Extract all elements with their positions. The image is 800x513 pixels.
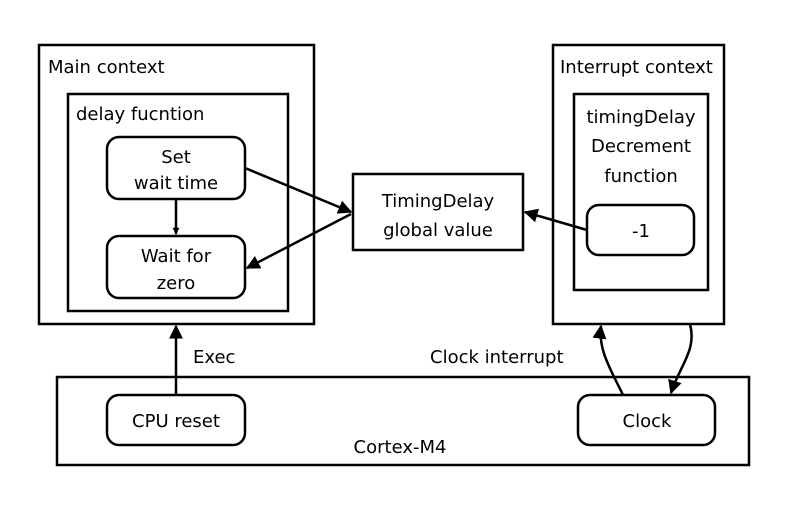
cpu-reset-label: CPU reset (132, 411, 220, 432)
minus-one-label: -1 (632, 221, 650, 242)
edge-clock-interrupt (592, 324, 625, 396)
timing-delay-node (351, 172, 525, 252)
edge-set-to-timingdelay (244, 166, 353, 214)
decrement-function-line1: timingDelay (586, 107, 695, 128)
timing-delay-line2: global value (383, 220, 493, 241)
main-context-label: Main context (48, 57, 165, 78)
set-wait-time-line2: wait time (134, 173, 218, 194)
clock-interrupt-label: Clock interrupt (430, 347, 564, 368)
wait-for-zero-line1: Wait for (141, 246, 212, 267)
timing-delay-line1: TimingDelay (381, 191, 495, 212)
edge-timingdelay-to-wait (245, 212, 352, 270)
clock-label: Clock (623, 411, 672, 432)
decrement-function-box (572, 92, 710, 292)
wait-for-zero-line2: zero (157, 273, 196, 294)
set-wait-time-line1: Set (161, 147, 191, 168)
cortex-m4-label: Cortex-M4 (354, 437, 447, 458)
edge-interrupt-return (668, 323, 693, 395)
exec-label: Exec (193, 347, 235, 368)
decrement-function-line2: Decrement (591, 136, 691, 157)
wait-for-zero-node (105, 234, 247, 300)
edge-minus-one-to-timingdelay (523, 208, 588, 232)
decrement-function-line3: function (604, 166, 678, 187)
interrupt-context-label: Interrupt context (560, 57, 713, 78)
delay-function-label: delay fucntion (76, 104, 204, 125)
clock-node (576, 393, 717, 447)
